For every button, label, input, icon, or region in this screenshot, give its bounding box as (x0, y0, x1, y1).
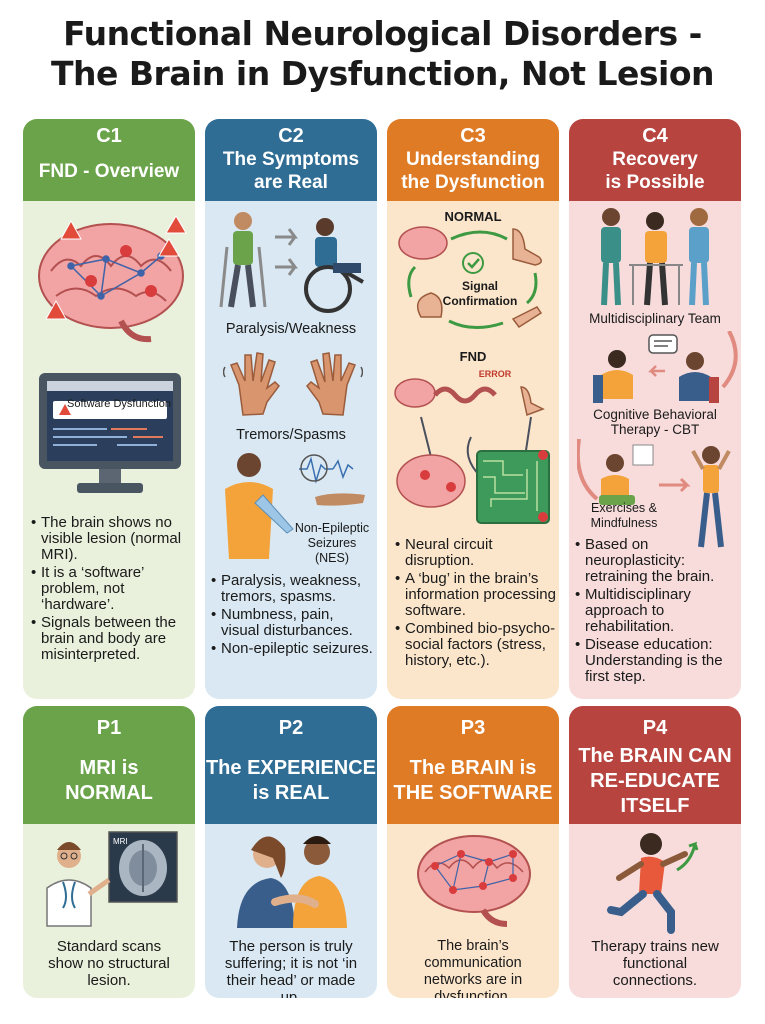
card-title-line-2: NORMAL (65, 782, 153, 804)
brain-network-icon (417, 835, 531, 927)
exercise-icon (577, 439, 731, 548)
bullet-item: Multidisciplinary approach to rehabilita… (575, 587, 739, 635)
monitor-icon (39, 373, 181, 493)
c1-bullets: The brain shows no visible lesion (norma… (31, 515, 193, 665)
card-code: C2 (278, 125, 304, 147)
signal-label: Signal Confirmation (442, 279, 518, 308)
running-person-icon (607, 833, 699, 934)
card-c4: C4 Recovery is Possible Multidisciplinar… (569, 119, 741, 699)
hands-icon (223, 352, 363, 416)
page-title: Functional Neurological Disorders - The … (0, 14, 765, 94)
bullet-item: Based on neuroplasticity: retraining the… (575, 537, 739, 585)
card-title-line-2: the Dysfunction (401, 172, 545, 193)
patient-wheelchair-icon (219, 212, 364, 313)
card-c2: C2 The Symptoms are Real Paralysis/Weakn… (205, 119, 377, 699)
page-title-line-1: Functional Neurological Disorders - (63, 14, 702, 53)
paralysis-label: Paralysis/Weakness (225, 321, 357, 337)
card-code: C1 (96, 125, 122, 147)
card-title-line-2: is Possible (605, 172, 705, 193)
card-title-line-2: RE-EDUCATE (590, 770, 720, 792)
card-c3: C3 Understanding the Dysfunction NORMAL … (387, 119, 559, 699)
c2-bullets: Paralysis, weakness, tremors, spasms. Nu… (211, 573, 375, 659)
principle-text: Therapy trains new functional connection… (591, 938, 719, 989)
card-code: P3 (460, 717, 486, 739)
error-label: ERROR (478, 369, 512, 379)
card-title-line-2: are Real (254, 172, 328, 193)
card-c4-header: C4 Recovery is Possible (569, 119, 741, 201)
bullet-item: Signals between the brain and body are m… (31, 615, 193, 663)
bullet-item: Paralysis, weakness, tremors, spasms. (211, 573, 375, 605)
comfort-people-icon (237, 836, 347, 928)
card-title: FND - Overview (38, 161, 180, 182)
card-code: P1 (96, 717, 122, 739)
card-title-line-2: THE SOFTWARE (393, 782, 553, 804)
therapy-team-icon (601, 208, 709, 306)
card-c1: C1 FND - Overview Software Dysfunction T (23, 119, 195, 699)
cbt-label: Cognitive Behavioral Therapy - CBT (593, 407, 717, 437)
card-title-line-1: MRI is (79, 757, 139, 779)
mri-label: MRI (113, 837, 128, 846)
card-p1-header: P1 MRI is NORMAL (23, 706, 195, 824)
screen-label: Software Dysfunction (67, 398, 171, 410)
card-title-line-1: Understanding (405, 149, 541, 170)
card-title-line-3: ITSELF (620, 795, 690, 817)
card-p2-header: P2 The EXPERIENCE is REAL (205, 706, 377, 824)
arm-pain-icon (225, 453, 365, 559)
card-code: P4 (642, 717, 668, 739)
bullet-item: Disease education: Understanding is the … (575, 637, 739, 685)
card-p4: P4 The BRAIN CAN RE-EDUCATE ITSELF Thera… (569, 706, 741, 998)
circuit-board-icon (394, 378, 550, 524)
card-code: P2 (278, 717, 304, 739)
card-code: C3 (460, 125, 486, 147)
card-title-line-1: The BRAIN CAN (578, 745, 732, 767)
bullet-item: Numbness, pain, visual disturbances. (211, 607, 375, 639)
card-p2: P2 The EXPERIENCE is REAL The person is … (205, 706, 377, 998)
card-p3: P3 The BRAIN is THE SOFTWARE The brain’s… (387, 706, 559, 998)
cbt-session-icon (593, 331, 738, 403)
card-p3-header: P3 The BRAIN is THE SOFTWARE (387, 706, 559, 824)
bullet-item: A ‘bug’ in the brain’s information proce… (395, 571, 557, 619)
card-p1: P1 MRI is NORMAL MRI Standard scans show… (23, 706, 195, 998)
card-c1-header: C1 FND - Overview (23, 119, 195, 201)
page-title-line-2: The Brain in Dysfunction, Not Lesion (51, 54, 714, 93)
card-p4-header: P4 The BRAIN CAN RE-EDUCATE ITSELF (569, 706, 741, 824)
nes-label: Non-Epileptic Seizures (NES) (294, 521, 370, 565)
bullet-item: Non-epileptic seizures. (211, 641, 375, 658)
bullet-item: Combined bio-psycho-social factors (stre… (395, 621, 557, 669)
brain-loop-icon (398, 226, 543, 329)
brain-warning-icon (38, 215, 187, 343)
c4-bullets: Based on neuroplasticity: retraining the… (575, 537, 739, 687)
card-title-line-1: Recovery (612, 149, 698, 170)
card-title-line-2: is REAL (252, 782, 330, 804)
card-title-line-1: The BRAIN is (409, 757, 537, 779)
principle-text: The brain’s communication networks are i… (423, 938, 523, 998)
bullet-item: The brain shows no visible lesion (norma… (31, 515, 193, 563)
principle-text: Standard scans show no structural lesion… (48, 938, 170, 989)
principle-text: The person is truly suffering; it is not… (224, 938, 358, 998)
card-title-line-1: The EXPERIENCE (205, 757, 377, 779)
card-title-line-1: The Symptoms (222, 149, 360, 170)
bullet-item: It is a ‘software’ problem, not ‘hardwar… (31, 565, 193, 613)
normal-label: NORMAL (444, 209, 502, 224)
bullet-item: Neural circuit disruption. (395, 537, 557, 569)
card-c2-header: C2 The Symptoms are Real (205, 119, 377, 201)
fnd-label: FND (459, 349, 487, 364)
card-c3-header: C3 Understanding the Dysfunction (387, 119, 559, 201)
doctor-mri-icon (46, 831, 178, 927)
c3-bullets: Neural circuit disruption. A ‘bug’ in th… (395, 537, 557, 671)
card-code: C4 (642, 125, 668, 147)
exercise-label: Exercises & Mindfulness (590, 501, 658, 530)
tremors-label: Tremors/Spasms (236, 427, 346, 443)
team-label: Multidisciplinary Team (589, 311, 721, 326)
